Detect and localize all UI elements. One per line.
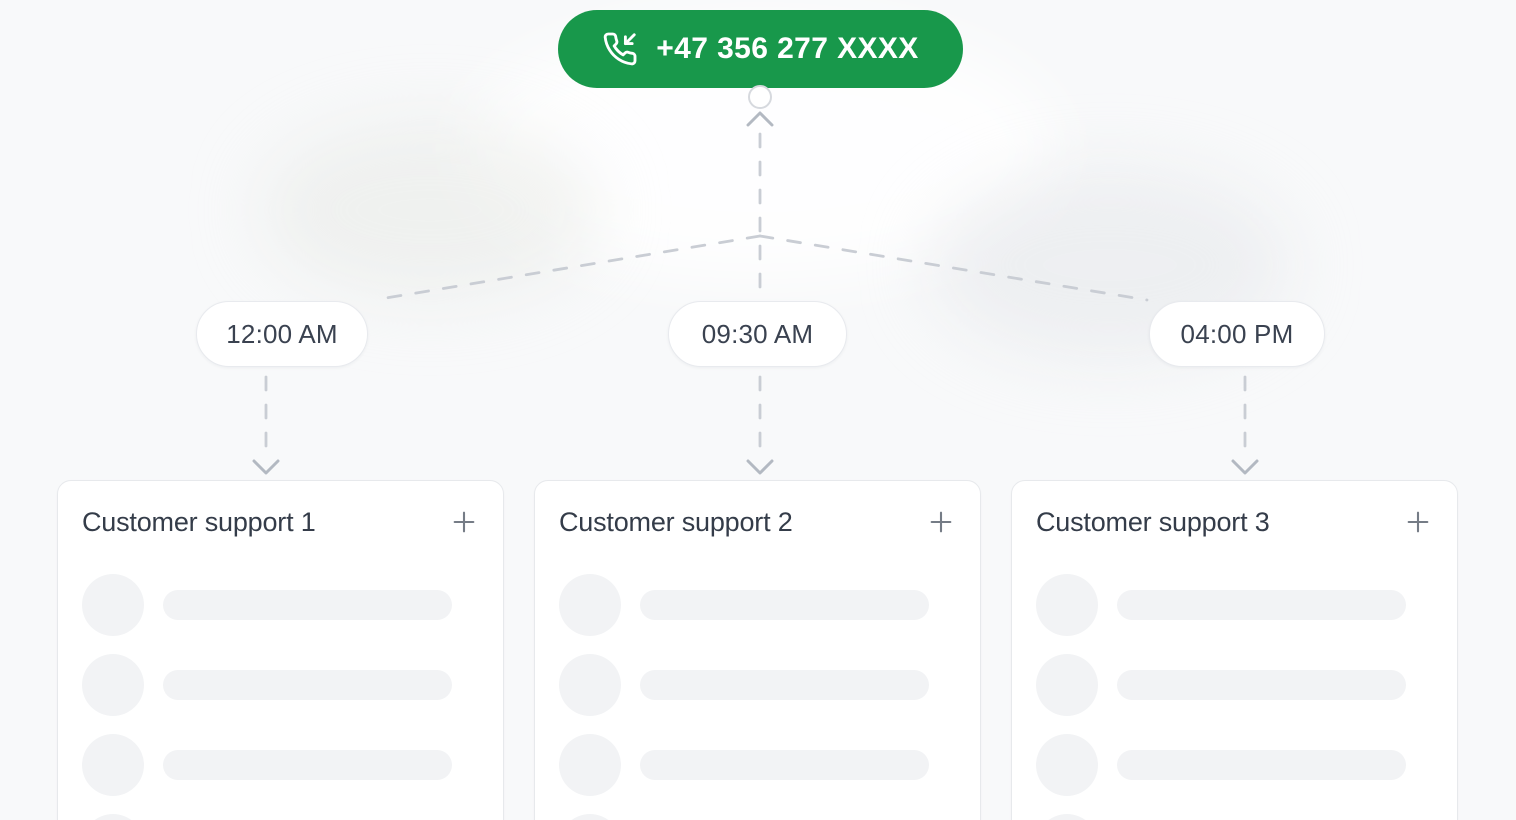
text-placeholder bbox=[1117, 670, 1406, 700]
avatar-placeholder bbox=[82, 814, 144, 820]
schedule-node-0930am[interactable]: 09:30 AM bbox=[668, 301, 847, 367]
avatar-placeholder bbox=[1036, 654, 1098, 716]
member-skeleton-list bbox=[1036, 574, 1433, 820]
team-card-customer-support-3[interactable]: Customer support 3 bbox=[1011, 480, 1458, 820]
phone-incoming-icon bbox=[602, 31, 638, 67]
text-placeholder bbox=[1117, 750, 1406, 780]
schedule-node-0400pm[interactable]: 04:00 PM bbox=[1149, 301, 1325, 367]
text-placeholder bbox=[640, 670, 929, 700]
card-header: Customer support 3 bbox=[1036, 505, 1433, 539]
card-title: Customer support 1 bbox=[82, 506, 316, 537]
avatar-placeholder bbox=[559, 814, 621, 820]
arrow-down-icon bbox=[746, 459, 774, 475]
plus-icon[interactable] bbox=[1403, 507, 1433, 537]
member-skeleton-list bbox=[82, 574, 479, 820]
text-placeholder bbox=[163, 590, 452, 620]
text-placeholder bbox=[640, 590, 929, 620]
skeleton-row bbox=[82, 574, 479, 636]
avatar-placeholder bbox=[1036, 734, 1098, 796]
arrow-down-icon bbox=[1231, 459, 1259, 475]
team-card-customer-support-1[interactable]: Customer support 1 bbox=[57, 480, 504, 820]
time-label: 12:00 AM bbox=[226, 318, 338, 349]
phone-number-node[interactable]: +47 356 277 XXXX bbox=[558, 10, 963, 88]
skeleton-row bbox=[82, 814, 479, 820]
plus-icon[interactable] bbox=[926, 507, 956, 537]
card-header: Customer support 2 bbox=[559, 505, 956, 539]
skeleton-row bbox=[559, 574, 956, 636]
avatar-placeholder bbox=[82, 654, 144, 716]
phone-number-label: +47 356 277 XXXX bbox=[656, 32, 919, 65]
avatar-placeholder bbox=[559, 654, 621, 716]
time-label: 09:30 AM bbox=[701, 318, 814, 349]
skeleton-row bbox=[1036, 734, 1433, 796]
avatar-placeholder bbox=[559, 734, 621, 796]
arrow-down-icon bbox=[252, 459, 280, 475]
card-header: Customer support 1 bbox=[82, 505, 479, 539]
text-placeholder bbox=[163, 670, 452, 700]
arrow-up-icon bbox=[746, 111, 774, 127]
plus-icon[interactable] bbox=[449, 507, 479, 537]
skeleton-row bbox=[82, 654, 479, 716]
skeleton-row bbox=[1036, 574, 1433, 636]
skeleton-row bbox=[1036, 654, 1433, 716]
avatar-placeholder bbox=[82, 734, 144, 796]
member-skeleton-list bbox=[559, 574, 956, 820]
schedule-node-1200am[interactable]: 12:00 AM bbox=[196, 301, 368, 367]
avatar-placeholder bbox=[1036, 814, 1098, 820]
card-title: Customer support 3 bbox=[1036, 506, 1270, 537]
skeleton-row bbox=[1036, 814, 1433, 820]
text-placeholder bbox=[163, 750, 452, 780]
skeleton-row bbox=[82, 734, 479, 796]
skeleton-row bbox=[559, 734, 956, 796]
team-card-customer-support-2[interactable]: Customer support 2 bbox=[534, 480, 981, 820]
avatar-placeholder bbox=[559, 574, 621, 636]
text-placeholder bbox=[1117, 590, 1406, 620]
skeleton-row bbox=[559, 654, 956, 716]
time-label: 04:00 PM bbox=[1180, 318, 1294, 349]
connector-port[interactable] bbox=[748, 85, 772, 109]
text-placeholder bbox=[640, 750, 929, 780]
skeleton-row bbox=[559, 814, 956, 820]
avatar-placeholder bbox=[1036, 574, 1098, 636]
card-title: Customer support 2 bbox=[559, 506, 793, 537]
avatar-placeholder bbox=[82, 574, 144, 636]
